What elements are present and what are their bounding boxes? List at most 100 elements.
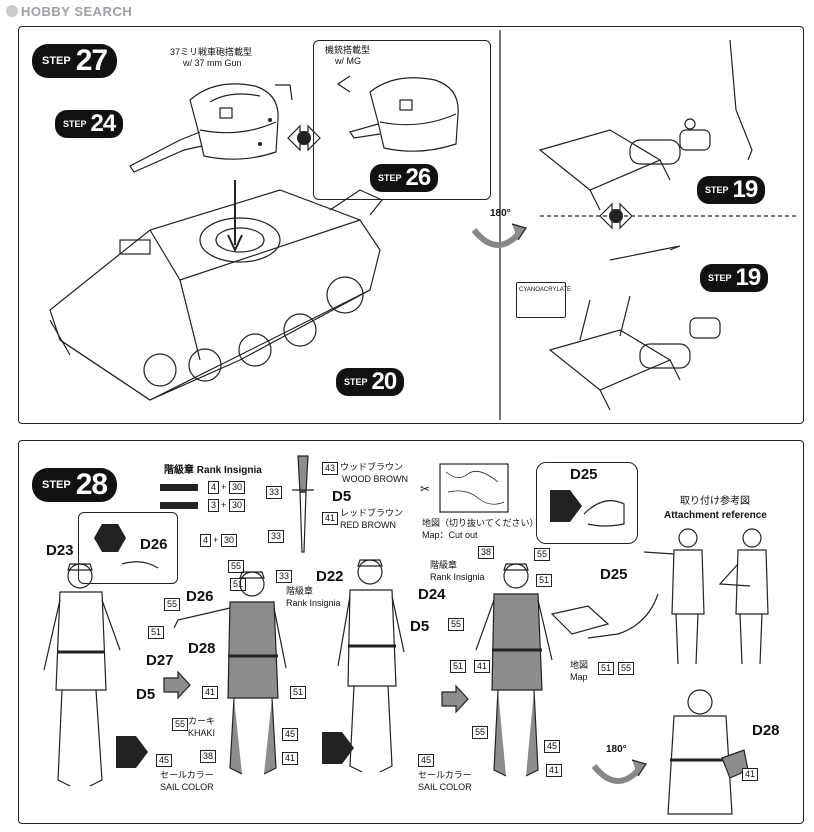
- attach-ref-en: Attachment reference: [664, 510, 767, 521]
- hand-detail-icon: [116, 736, 148, 768]
- code-51-b: 51: [230, 578, 247, 591]
- code-38-a: 38: [200, 750, 217, 763]
- rank-row1-code-b: 30: [229, 481, 246, 494]
- mg-label-en: w/ MG: [335, 56, 361, 66]
- rotate-180-label-bottom: 180°: [606, 744, 627, 755]
- figure-d23-drawing: [43, 563, 121, 787]
- code-45-c: 38: [478, 546, 495, 559]
- code-51-f: 51: [598, 662, 615, 675]
- code-55-a: 55: [164, 598, 181, 611]
- rank-insignia-callout-en: Rank Insignia: [286, 598, 341, 608]
- step-24-ref: STEP 24: [55, 110, 124, 138]
- cyanoacrylate-glue-icon: CYANOACRYLATE: [516, 282, 571, 318]
- part-d25-inset: D25: [570, 466, 598, 483]
- wood-brown-jp: ウッドブラウン: [340, 462, 404, 472]
- attach-ref-jp: 取り付け参考図: [680, 496, 750, 507]
- antenna-assembly-top-drawing: [538, 39, 753, 211]
- code-51-e: 51: [450, 660, 467, 673]
- arrow-right-icon-1: [163, 670, 191, 700]
- section-divider: [499, 30, 501, 420]
- turret-37mm-drawing: [129, 83, 293, 173]
- map-label-en: Map：Cut out: [422, 530, 478, 540]
- rank-row2-code-b: 30: [229, 499, 246, 512]
- rank-row2-plus: +: [221, 500, 227, 510]
- part-d27: D27: [146, 652, 174, 669]
- code-33: 33: [266, 486, 283, 499]
- part-d24: D24: [418, 586, 446, 603]
- mg-label-jp: 機銃搭載型: [325, 45, 371, 55]
- figure-d28-drawing: [173, 571, 287, 775]
- hand-detail-icon-2: [322, 732, 354, 764]
- plus-sign: +: [213, 535, 219, 545]
- arrow-right-icon-2: [441, 684, 469, 714]
- code-41-d: 41: [546, 764, 563, 777]
- code-45-d: 45: [418, 754, 435, 767]
- sleeve-detail-icon: [94, 524, 159, 569]
- rank-row1-plus: +: [221, 482, 227, 492]
- rank-insignia-callout-jp: 階級章: [286, 586, 314, 596]
- rank-insignia-callout2-en: Rank Insignia: [430, 572, 485, 582]
- part-d23: D23: [46, 542, 74, 559]
- code-43: 43: [322, 462, 339, 475]
- code-4: 4: [200, 534, 212, 547]
- figure-d22-drawing: [337, 559, 405, 773]
- step-26-ref: STEP 26: [370, 164, 439, 192]
- hobby-search-logo-icon: [6, 5, 18, 17]
- code-45-a: 45: [156, 754, 173, 767]
- step-19-ref-top: STEP 19: [697, 176, 766, 204]
- part-d28-back: D28: [752, 722, 780, 739]
- part-d26: D26: [186, 588, 214, 605]
- code-38-b: 45: [544, 740, 561, 753]
- wood-brown-en: WOOD BROWN: [342, 474, 408, 484]
- part-d25: D25: [600, 566, 628, 583]
- scissors-icon: ✂: [420, 482, 431, 496]
- detail-inset-d26: [78, 512, 178, 584]
- detail-inset-d25: [536, 462, 638, 544]
- code-41-c: 41: [474, 660, 491, 673]
- code-55-d: 55: [448, 618, 465, 631]
- code-41-e: 41: [742, 768, 759, 781]
- dashed-separator: [540, 215, 796, 217]
- khaki-en: KHAKI: [188, 728, 216, 738]
- code-55-f: 55: [618, 662, 635, 675]
- code-51-a: 51: [148, 626, 165, 639]
- step-27-badge: STEP 27: [32, 44, 118, 78]
- either-or-swap-icon: [287, 124, 321, 152]
- watermark: HOBBY SEARCH: [6, 4, 132, 19]
- code-55-c: 55: [534, 548, 551, 561]
- rank-swatch-1: [160, 484, 198, 491]
- rank-insignia-title: 階級章 Rank Insignia: [164, 465, 262, 476]
- code-30: 30: [221, 534, 238, 547]
- rotate-arrow-icon-bottom: [591, 759, 647, 784]
- sail-color-en-1: SAIL COLOR: [160, 782, 214, 792]
- arm-with-map-drawing: [550, 593, 659, 639]
- rank-row2-code-a: 3: [208, 499, 220, 512]
- attachment-reference-figures: [643, 528, 769, 665]
- sail-color-jp-1: セールカラー: [160, 770, 214, 780]
- part-d26-inset: D26: [140, 536, 168, 553]
- figure-d24-drawing: [475, 563, 553, 777]
- gun-label-jp: 37ミリ戦車砲搭載型: [170, 47, 253, 57]
- code-55-e: 55: [472, 726, 489, 739]
- rotate-arrow-icon-top: [471, 223, 527, 248]
- code-41-a: 41: [202, 686, 219, 699]
- part-d22: D22: [316, 568, 344, 585]
- red-brown-en: RED BROWN: [340, 520, 396, 530]
- antenna-assembly-bottom-drawing: [548, 245, 721, 411]
- step-28-badge: STEP 28: [32, 468, 118, 502]
- bayonet-drawing: [292, 455, 314, 553]
- code-55-khaki: 55: [172, 718, 189, 731]
- map-small-en: Map: [570, 672, 588, 682]
- rank-row1-code-a: 4: [208, 481, 220, 494]
- map-label-jp: 地図（切り抜いてください）: [422, 518, 539, 528]
- either-or-swap-icon-right: [599, 202, 633, 230]
- rank-swatch-2: [160, 502, 198, 509]
- red-brown-jp: レッドブラウン: [340, 508, 404, 518]
- code-33-b: 33: [268, 530, 285, 543]
- sail-color-en-2: SAIL COLOR: [418, 782, 472, 792]
- sail-color-jp-2: セールカラー: [418, 770, 472, 780]
- mg-variant-box: [313, 40, 491, 200]
- rank-insignia-callout2-jp: 階級章: [430, 560, 458, 570]
- gun-label-en: w/ 37 mm Gun: [183, 58, 242, 68]
- tank-hull-drawing: [49, 180, 383, 401]
